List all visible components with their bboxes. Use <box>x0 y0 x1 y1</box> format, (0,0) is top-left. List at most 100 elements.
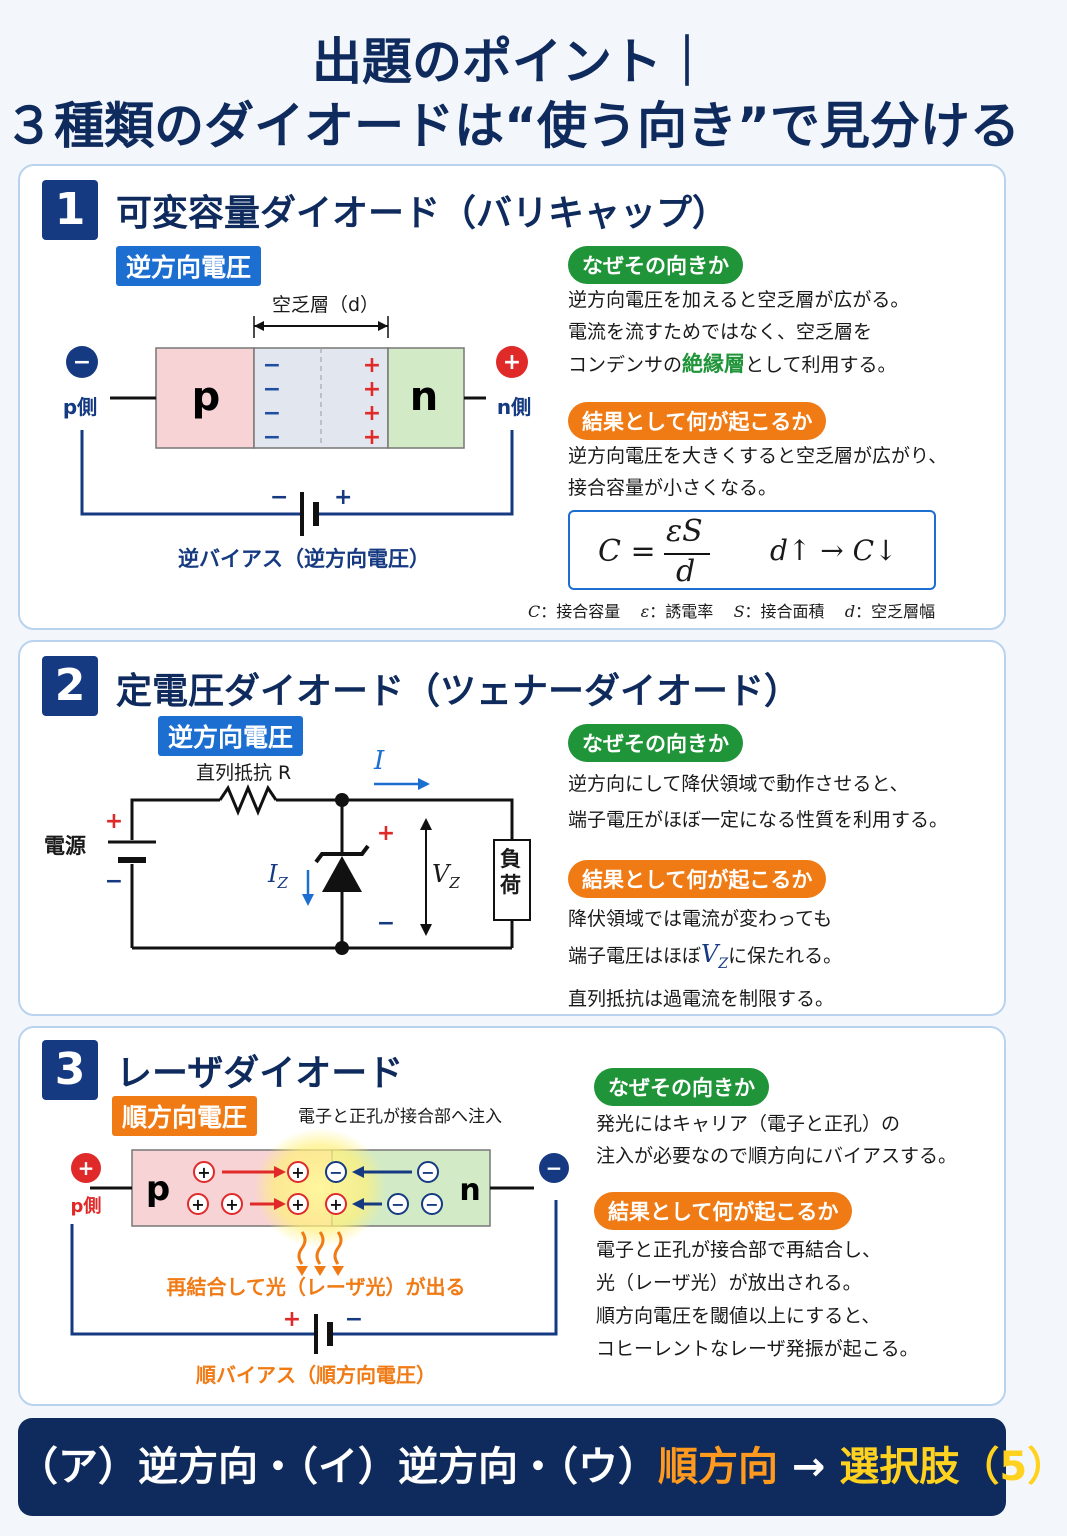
svg-text:+: + <box>363 401 381 426</box>
svg-text:−: − <box>546 1156 563 1180</box>
svg-text:+: + <box>283 1307 301 1332</box>
bias-wire-left <box>70 1224 314 1336</box>
why-text: 逆方向電圧を加えると空乏層が広がる。 電流を流すためではなく、空乏層を コンデン… <box>568 289 910 376</box>
svg-text:−: − <box>263 425 281 450</box>
svg-text:+: + <box>363 425 381 450</box>
emission-label: 再結合して光（レーザ光）が出る <box>167 1275 466 1299</box>
plus-terminal <box>496 346 528 378</box>
svg-text:+: + <box>78 1156 95 1180</box>
panel-title: レーザダイオード <box>116 1053 404 1094</box>
formula-legend: C：接合容量 ε：誘電率 S：接合面積 d：空乏層幅 <box>528 602 936 621</box>
result-heading: 結果として何が起こるか <box>568 860 827 898</box>
panel-number: 2 <box>42 656 98 716</box>
bias-direction-tag: 順方向電圧 <box>112 1096 258 1136</box>
load-box <box>493 839 531 921</box>
answer-bar: （ア）逆方向・（イ）逆方向・（ウ）順方向 → 選択肢（5） <box>18 1418 1067 1516</box>
svg-text:+: + <box>363 377 381 402</box>
source-label: 電源 <box>44 834 86 858</box>
svg-text:−: − <box>73 350 91 375</box>
node-bottom <box>335 941 349 955</box>
n-region <box>387 347 465 449</box>
svg-text:−: − <box>263 353 281 378</box>
bias-direction-tag: 逆方向電圧 <box>158 716 304 756</box>
panel-title: 可変容量ダイオード（バリキャップ） <box>116 193 729 234</box>
answer-forward: 順方向 <box>658 1444 778 1490</box>
answer-choice: 選択肢（5） <box>839 1444 1067 1490</box>
zener-voltage-label: VZ <box>432 860 460 892</box>
svg-text:−: − <box>345 1307 363 1332</box>
why-heading: なぜその向きか <box>568 724 743 762</box>
p-label: p <box>192 374 221 420</box>
svg-text:+: + <box>363 353 381 378</box>
varicap-diagram: p n − − − − + + + + − + p側 n側 − + 逆バイアス（… <box>63 316 531 571</box>
bias-wire-right <box>332 1200 558 1336</box>
why-heading: なぜその向きか <box>594 1068 769 1106</box>
holes: + + + + + + <box>187 1161 347 1215</box>
plus-terminal <box>71 1153 101 1183</box>
result-text: 逆方向電圧を大きくすると空乏層が広がり、 接合容量が小さくなる。 <box>568 445 948 499</box>
svg-text:+: + <box>334 485 352 510</box>
bias-direction-tag: 逆方向電圧 <box>116 246 262 286</box>
minus-terminal <box>539 1153 569 1183</box>
depletion-label: 空乏層（d） <box>272 294 380 316</box>
svg-text:+: + <box>291 1163 304 1182</box>
svg-text:−: − <box>391 1195 404 1214</box>
p-side-label: p側 <box>71 1195 102 1217</box>
bias-label: 逆バイアス（逆方向電圧） <box>178 547 430 571</box>
why-heading: なぜその向きか <box>568 246 743 284</box>
panel-number: 1 <box>42 180 98 240</box>
svg-text:+: + <box>105 809 123 834</box>
result-heading: 結果として何が起こるか <box>594 1192 853 1230</box>
injection-label: 電子と正孔が接合部へ注入 <box>298 1107 502 1127</box>
svg-text:−: − <box>425 1195 438 1214</box>
resistor-label: 直列抵抗 R <box>196 762 292 784</box>
n-side-label: n側 <box>497 395 531 419</box>
load-label: 負荷 <box>500 847 521 897</box>
answer-arrow: → <box>778 1444 840 1490</box>
svg-text:+: + <box>191 1195 204 1214</box>
bias-label: 順バイアス（順方向電圧） <box>196 1363 436 1387</box>
panel-varicap: 1 可変容量ダイオード（バリキャップ） 逆方向電圧 p n − − − − + … <box>18 164 1006 630</box>
capacitance-formula: C = εS d d↑ → C↓ <box>568 510 936 590</box>
top-wire-left <box>130 798 220 802</box>
svg-text:−: − <box>377 911 395 936</box>
svg-text:−: − <box>105 869 123 894</box>
why-text: 逆方向にして降伏領域で動作させると、 端子電圧がほぼ一定になる性質を利用する。 <box>568 773 949 831</box>
light-emission-arrows <box>297 1231 343 1265</box>
bias-wire-right <box>318 430 514 516</box>
arrow-head-left <box>254 321 264 331</box>
bias-wire-left <box>80 430 300 516</box>
panel-number: 3 <box>42 1040 98 1100</box>
node-top <box>335 793 349 807</box>
n-label: n <box>459 1173 480 1208</box>
laser-diagram: p n + + + + + + − − − − <box>70 1128 569 1387</box>
p-label: p <box>146 1169 170 1209</box>
svg-text:+: + <box>225 1195 238 1214</box>
svg-text:−: − <box>270 485 288 510</box>
zener-circuit: + − + − <box>105 778 531 955</box>
svg-text:−: − <box>263 401 281 426</box>
svg-text:−: − <box>263 377 281 402</box>
svg-text:+: + <box>197 1163 210 1182</box>
result-text: 降伏領域では電流が変わっても 端子電圧はほぼVZに保たれる。 直列抵抗は過電流を… <box>568 908 843 1010</box>
positive-ions: + + + + <box>363 353 381 450</box>
formula-denominator: d <box>676 554 696 589</box>
arrow-head-right <box>378 321 388 331</box>
minus-terminal <box>66 346 98 378</box>
top-wire-right <box>276 798 514 840</box>
series-resistor <box>218 784 278 816</box>
page-title-line1: 出題のポイント｜ <box>312 33 712 91</box>
recombination-glow <box>254 1128 386 1248</box>
svg-text:+: + <box>377 821 395 846</box>
result-heading: 結果として何が起こるか <box>568 402 827 440</box>
zener-diode-symbol <box>322 856 362 892</box>
zener-cathode-bar <box>314 844 370 864</box>
page-title-line2: ３種類のダイオードは“使う向き”で見分ける <box>4 97 1020 155</box>
electrons: − − − − <box>325 1161 443 1215</box>
n-label: n <box>410 374 438 420</box>
svg-text:−: − <box>421 1163 434 1182</box>
fraction-bar <box>664 553 710 555</box>
formula-trend: d↑ → C↓ <box>770 534 898 567</box>
current-label: I <box>374 746 385 776</box>
zener-current-label: IZ <box>268 860 288 892</box>
